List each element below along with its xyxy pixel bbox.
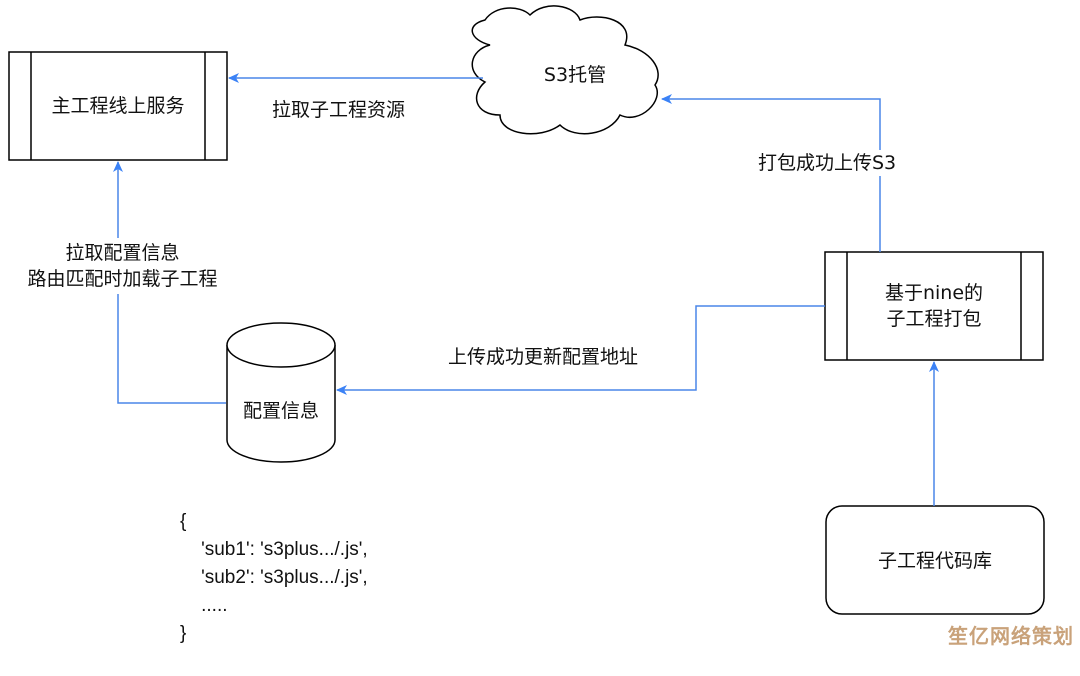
s3-label: S3托管 xyxy=(543,64,607,86)
edge-build-to-db xyxy=(336,305,825,395)
edge-label-build-to-s3: 打包成功上传S3 xyxy=(758,152,897,174)
edge-label-db-to-main-line-1: 拉取配置信息 xyxy=(65,242,180,264)
config-example-line: ..... xyxy=(180,595,228,616)
edge-build-to-s3 xyxy=(661,94,881,252)
subproject-build-label-line-1: 基于nine的 xyxy=(884,282,984,304)
edge-label-db-to-main-line-2: 路由匹配时加载子工程 xyxy=(27,268,218,290)
config-example-line: { xyxy=(180,511,187,532)
config-example-line: 'sub1': 's3plus.../.js', xyxy=(180,539,368,560)
subproject-repo-node[interactable] xyxy=(825,505,1045,615)
config-example-line: } xyxy=(180,623,187,644)
s3-cloud-node[interactable] xyxy=(471,5,659,135)
edge-label-s3-to-main: 拉取子工程资源 xyxy=(272,99,406,121)
edge-label-db-to-main: 拉取配置信息 路由匹配时加载子工程 xyxy=(0,240,245,292)
main-service-label: 主工程线上服务 xyxy=(51,95,185,117)
config-example-line: 'sub2': 's3plus.../.js', xyxy=(180,567,368,588)
subproject-build-node[interactable] xyxy=(824,251,1044,361)
subproject-build-label: 基于nine的 子工程打包 xyxy=(825,280,1043,332)
diagram-canvas xyxy=(8,5,1045,615)
edge-label-build-to-db: 上传成功更新配置地址 xyxy=(448,346,639,368)
watermark: 笙亿网络策划 xyxy=(948,624,1074,648)
subproject-build-label-line-2: 子工程打包 xyxy=(886,308,982,330)
main-service-node[interactable] xyxy=(8,51,228,161)
config-db-node[interactable] xyxy=(226,322,336,463)
subproject-repo-label: 子工程代码库 xyxy=(877,550,992,572)
config-db-label: 配置信息 xyxy=(242,400,319,422)
config-example: { 'sub1': 's3plus.../.js', 'sub2': 's3pl… xyxy=(180,480,368,676)
